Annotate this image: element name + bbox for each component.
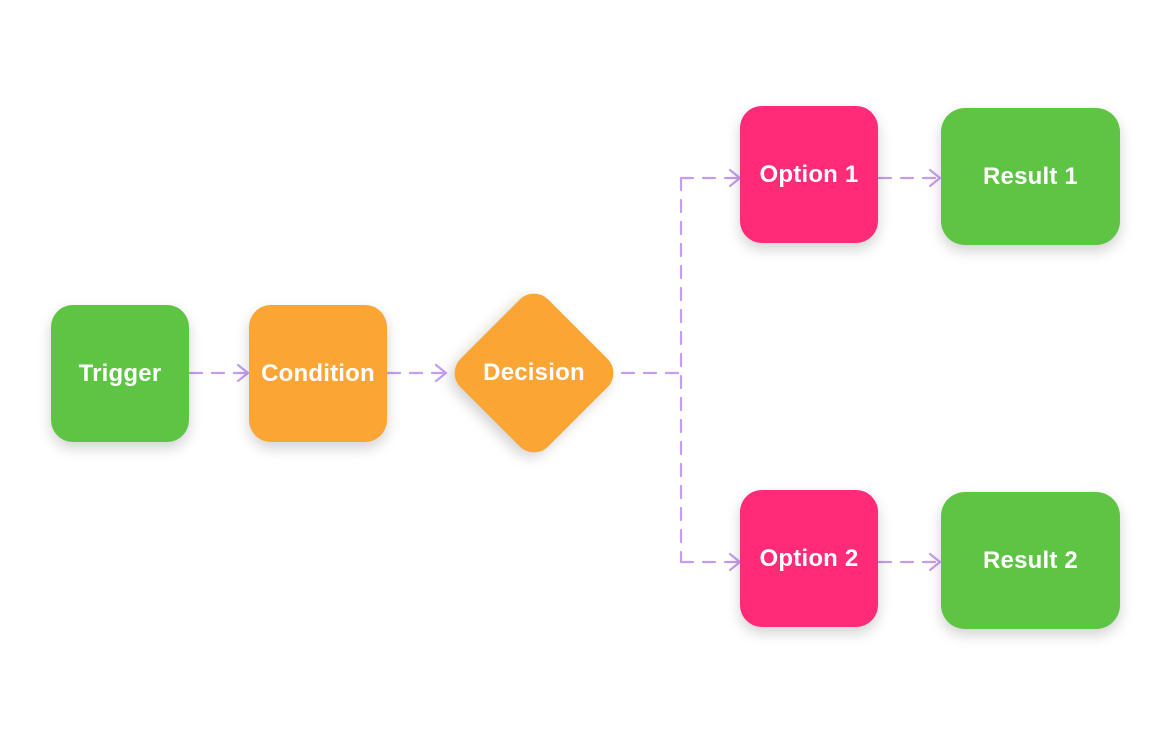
node-option-2-label: Option 2 [759,544,859,572]
node-option-1[interactable]: Option 1 [740,106,878,243]
node-trigger-label: Trigger [78,359,162,387]
arrowhead-result1 [928,168,942,188]
node-option-1-label: Option 1 [759,160,859,188]
node-result-1[interactable]: Result 1 [941,108,1120,245]
node-condition-label: Condition [261,359,375,387]
node-decision[interactable]: Decision [446,285,622,461]
node-trigger[interactable]: Trigger [51,305,189,442]
node-option-2[interactable]: Option 2 [740,490,878,627]
arrowhead-decision [434,363,448,383]
node-decision-label: Decision [483,359,585,386]
node-condition[interactable]: Condition [249,305,387,442]
node-result-1-label: Result 1 [983,162,1078,190]
arrowhead-condition [236,363,250,383]
arrowhead-result2 [928,552,942,572]
node-result-2-label: Result 2 [983,546,1078,574]
node-result-2[interactable]: Result 2 [941,492,1120,629]
